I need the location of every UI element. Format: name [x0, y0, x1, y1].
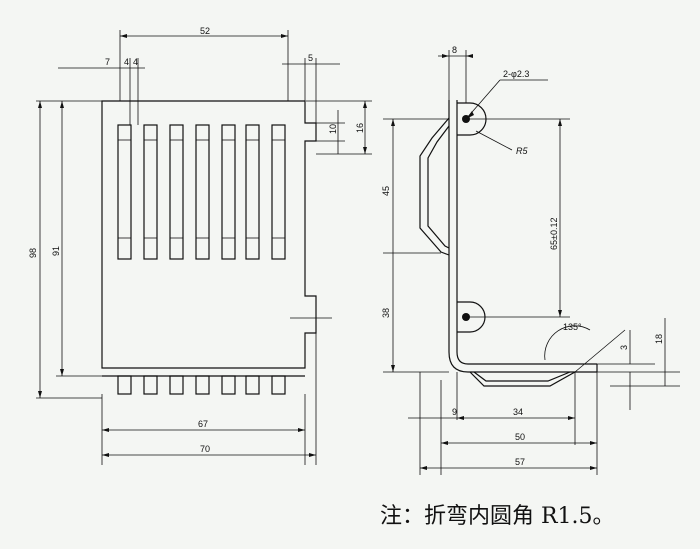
dim-upper-45: 45 [381, 186, 391, 196]
dim-height-91: 91 [51, 246, 61, 256]
bend-radius-note: 注：折弯内圆角 R1.5。 [380, 504, 615, 529]
dim-height-98: 98 [28, 248, 38, 258]
dim-radius: R5 [516, 146, 528, 156]
front-outline [101, 100, 317, 369]
vent-slot [245, 124, 260, 260]
side-dimensions [383, 50, 680, 475]
bottom-tab [271, 375, 286, 395]
dim-base-34: 34 [513, 407, 523, 417]
vent-slot [221, 124, 236, 260]
dim-foot-18: 18 [654, 334, 664, 344]
dim-tab-5: 5 [308, 53, 313, 63]
bottom-tab [221, 375, 236, 395]
dim-tab-10: 10 [328, 124, 338, 134]
dim-base-57: 57 [515, 457, 525, 467]
vent-slot [143, 124, 158, 260]
vent-slots [117, 124, 286, 260]
front-dimensions [36, 30, 372, 465]
dim-flange-8: 8 [452, 45, 457, 55]
dim-gap-4a: 4 [124, 57, 129, 67]
dim-gap-4b: 4 [133, 57, 138, 67]
bottom-tab [245, 375, 260, 395]
support-strap [419, 117, 450, 256]
vent-slot [117, 124, 132, 260]
bottom-tab [195, 375, 210, 395]
kick-foot [469, 371, 576, 387]
vent-slot [271, 124, 286, 260]
base-flange [448, 351, 597, 373]
dim-tab-16: 16 [355, 123, 365, 133]
dim-angle: 135° [563, 322, 582, 332]
dim-hole: 2-φ2.3 [503, 69, 529, 79]
bottom-tab [117, 375, 132, 395]
dim-base-50: 50 [515, 432, 525, 442]
side-arrows [391, 54, 597, 470]
dim-bottom-70: 70 [200, 444, 210, 454]
dim-top-52: 52 [200, 26, 210, 36]
dim-slot-7: 7 [105, 57, 110, 67]
bottom-tab [143, 375, 158, 395]
dim-hole-spacing: 65±0.12 [549, 218, 559, 250]
dim-base-9: 9 [452, 407, 457, 417]
bottom-tab [169, 375, 184, 395]
vent-slot [169, 124, 184, 260]
side-view [419, 100, 598, 387]
front-arrows [38, 34, 367, 457]
dim-lower-38: 38 [381, 308, 391, 318]
dim-foot-3: 3 [619, 345, 629, 350]
vent-slot [195, 124, 210, 260]
side-holes [462, 115, 470, 321]
dim-bottom-67: 67 [198, 419, 208, 429]
front-view [101, 100, 317, 395]
